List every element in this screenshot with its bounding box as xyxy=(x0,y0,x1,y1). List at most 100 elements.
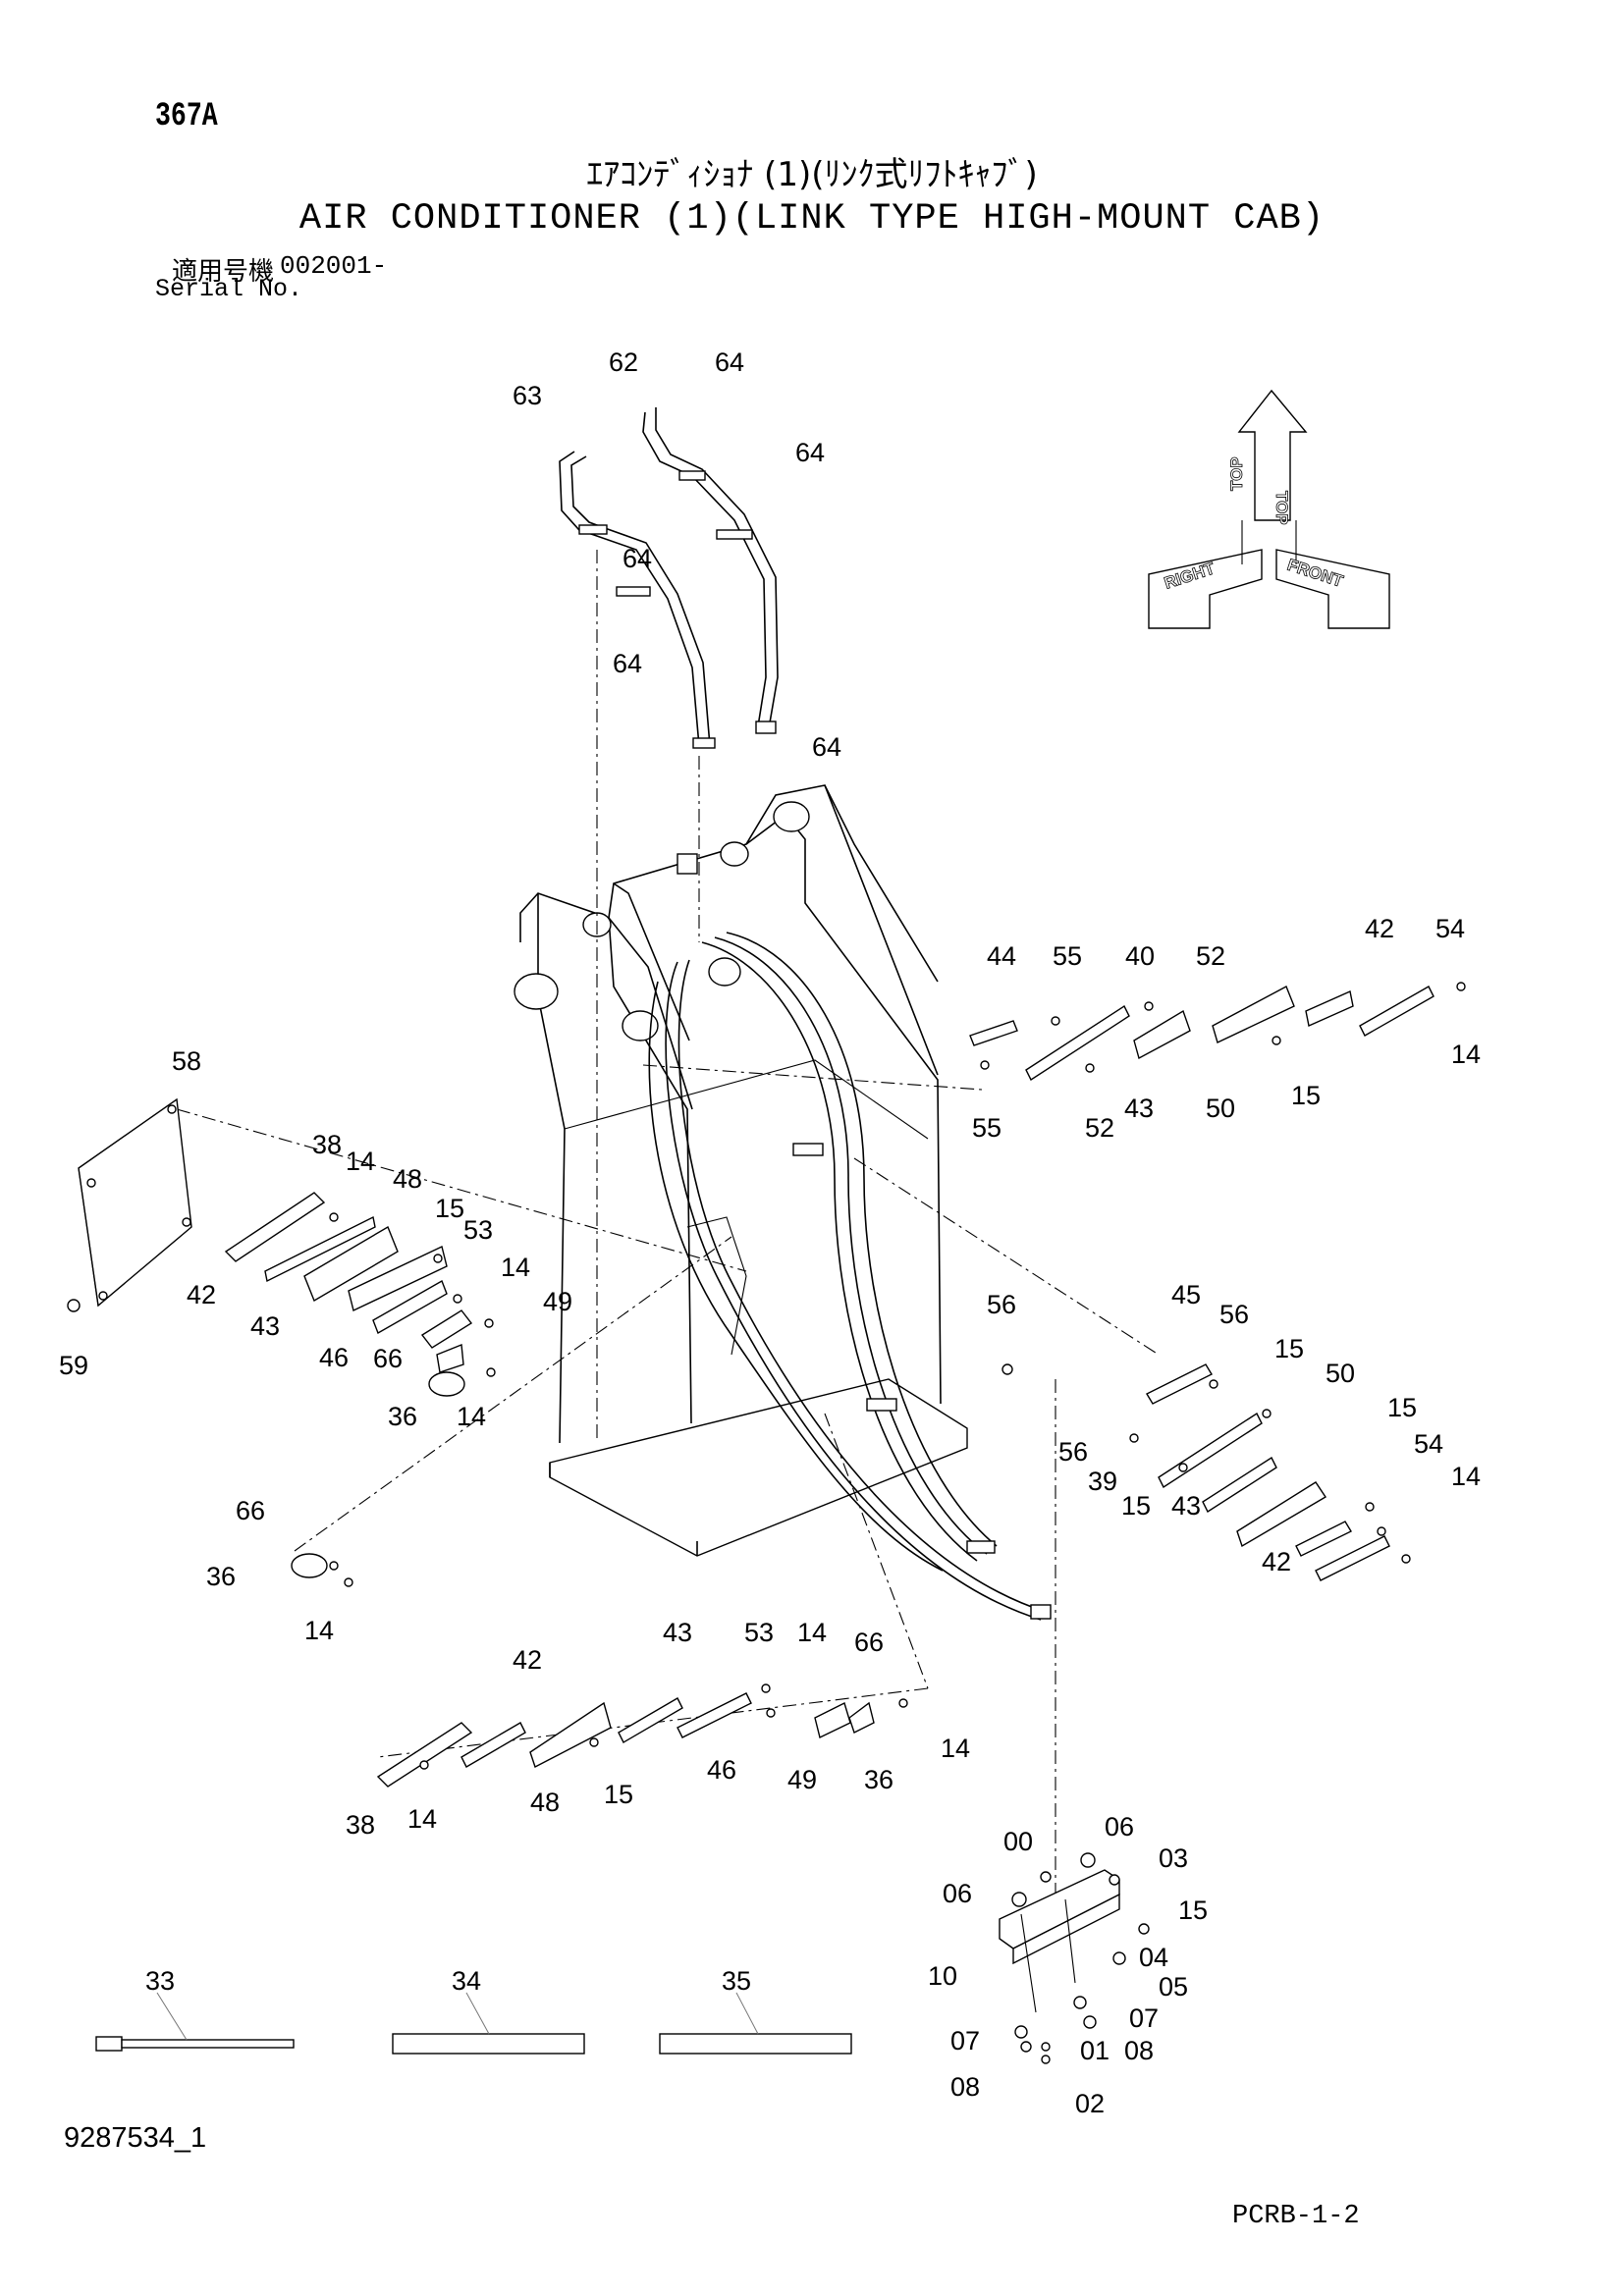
callout-14: 14 xyxy=(407,1804,437,1834)
callout-54: 54 xyxy=(1414,1429,1443,1459)
callout-14: 14 xyxy=(346,1147,375,1176)
callout-66: 66 xyxy=(373,1344,403,1373)
callout-66: 66 xyxy=(236,1496,265,1525)
callout-58: 58 xyxy=(172,1046,201,1076)
callout-01: 01 xyxy=(1080,2036,1110,2065)
callout-labels: 62 64 63 64 64 64 64 44 55 40 52 42 54 1… xyxy=(59,347,1481,2118)
callout-14: 14 xyxy=(304,1616,334,1645)
callout-56: 56 xyxy=(987,1290,1016,1319)
callout-56: 56 xyxy=(1219,1300,1249,1329)
callout-15: 15 xyxy=(1274,1334,1304,1363)
callout-14: 14 xyxy=(941,1734,970,1763)
callout-44: 44 xyxy=(987,941,1016,971)
callout-48: 48 xyxy=(393,1164,422,1194)
callout-50: 50 xyxy=(1326,1359,1355,1388)
callout-64: 64 xyxy=(613,649,642,678)
seal-group-right-upper xyxy=(969,982,1466,1082)
callout-10: 10 xyxy=(928,1961,957,1991)
callout-08: 08 xyxy=(950,2072,980,2102)
callout-08: 08 xyxy=(1124,2036,1154,2065)
callout-38: 38 xyxy=(346,1810,375,1840)
callout-07: 07 xyxy=(1129,2003,1159,2033)
callout-15: 15 xyxy=(435,1194,464,1223)
callout-14: 14 xyxy=(501,1253,530,1282)
callout-38: 38 xyxy=(312,1130,342,1159)
serial-label-japanese: 適用号機 xyxy=(172,257,275,287)
orientation-indicator: TOP TOP RIGHT FRONT xyxy=(1148,389,1390,629)
callout-03: 03 xyxy=(1159,1843,1188,1873)
title-english: AIR CONDITIONER (1)(LINK TYPE HIGH-MOUNT… xyxy=(298,198,1326,240)
callout-43: 43 xyxy=(1124,1094,1154,1123)
callout-55: 55 xyxy=(1053,941,1082,971)
callout-07: 07 xyxy=(950,2026,980,2056)
callout-33: 33 xyxy=(145,1966,175,1996)
tube-34 xyxy=(392,1992,585,2055)
callout-42: 42 xyxy=(187,1280,216,1309)
serial-number: 002001- xyxy=(280,251,388,281)
callout-39: 39 xyxy=(1088,1467,1117,1496)
seal-group-left xyxy=(224,1192,496,1397)
seal-group-lower xyxy=(291,1553,908,1788)
assembly-leader-lines xyxy=(176,550,1160,1904)
callout-52: 52 xyxy=(1085,1113,1114,1143)
callout-06: 06 xyxy=(943,1879,972,1908)
title-japanese: ｴｱｺﾝﾃﾞｨｼｮﾅ (1)(ﾘﾝｸ式ﾘﾌﾄｷｬﾌﾞ) xyxy=(586,155,1038,194)
drawing-number: 9287534_1 xyxy=(64,2122,207,2154)
callout-42: 42 xyxy=(1262,1547,1291,1576)
callout-42: 42 xyxy=(513,1645,542,1675)
callout-14: 14 xyxy=(1451,1462,1481,1491)
callout-15: 15 xyxy=(1121,1491,1151,1521)
orientation-top-label: TOP xyxy=(1227,456,1246,491)
callout-14: 14 xyxy=(1451,1040,1481,1069)
callout-46: 46 xyxy=(707,1755,736,1785)
callout-42: 42 xyxy=(1365,914,1394,943)
page-id: 367A xyxy=(155,98,218,135)
callout-02: 02 xyxy=(1075,2089,1105,2118)
callout-64: 64 xyxy=(623,544,652,573)
callout-14: 14 xyxy=(797,1618,827,1647)
sheet-code: PCRB-1-2 xyxy=(1232,2202,1360,2231)
air-conditioner-hoses xyxy=(648,932,1052,1621)
callout-14: 14 xyxy=(457,1402,486,1431)
callout-05: 05 xyxy=(1159,1972,1188,2002)
callout-00: 00 xyxy=(1003,1827,1033,1856)
tube-35 xyxy=(659,1992,852,2055)
callout-36: 36 xyxy=(206,1562,236,1591)
callout-52: 52 xyxy=(1196,941,1225,971)
callout-48: 48 xyxy=(530,1788,560,1817)
callout-64: 64 xyxy=(812,732,841,762)
callout-06: 06 xyxy=(1105,1812,1134,1842)
bracket-10 xyxy=(999,1852,1150,2064)
callout-62: 62 xyxy=(609,347,638,377)
callout-45: 45 xyxy=(1171,1280,1201,1309)
callout-15: 15 xyxy=(1387,1393,1417,1422)
callout-15: 15 xyxy=(1291,1081,1321,1110)
callout-59: 59 xyxy=(59,1351,88,1380)
callout-04: 04 xyxy=(1139,1943,1168,1972)
callout-66: 66 xyxy=(854,1628,884,1657)
seal-group-right-middle xyxy=(1001,1363,1411,1581)
callout-55: 55 xyxy=(972,1113,1001,1143)
handrail-63 xyxy=(559,451,716,749)
callout-36: 36 xyxy=(388,1402,417,1431)
callout-15: 15 xyxy=(604,1780,633,1809)
callout-43: 43 xyxy=(250,1311,280,1341)
callout-43: 43 xyxy=(1171,1491,1201,1521)
cab-post-structure xyxy=(514,784,968,1557)
callout-40: 40 xyxy=(1125,941,1155,971)
callout-64: 64 xyxy=(715,347,744,377)
callout-49: 49 xyxy=(787,1765,817,1794)
handrail-62 xyxy=(642,407,779,734)
callout-46: 46 xyxy=(319,1343,349,1372)
callout-56: 56 xyxy=(1058,1437,1088,1467)
callout-34: 34 xyxy=(452,1966,481,1996)
callout-53: 53 xyxy=(744,1618,774,1647)
callout-64: 64 xyxy=(795,438,825,467)
serial-label-english: Serial No. xyxy=(155,275,303,303)
callout-54: 54 xyxy=(1435,914,1465,943)
callout-63: 63 xyxy=(513,381,542,410)
orientation-top-label-2: TOP xyxy=(1272,491,1291,525)
cable-tie-33 xyxy=(95,1992,295,2052)
callout-53: 53 xyxy=(463,1215,493,1245)
